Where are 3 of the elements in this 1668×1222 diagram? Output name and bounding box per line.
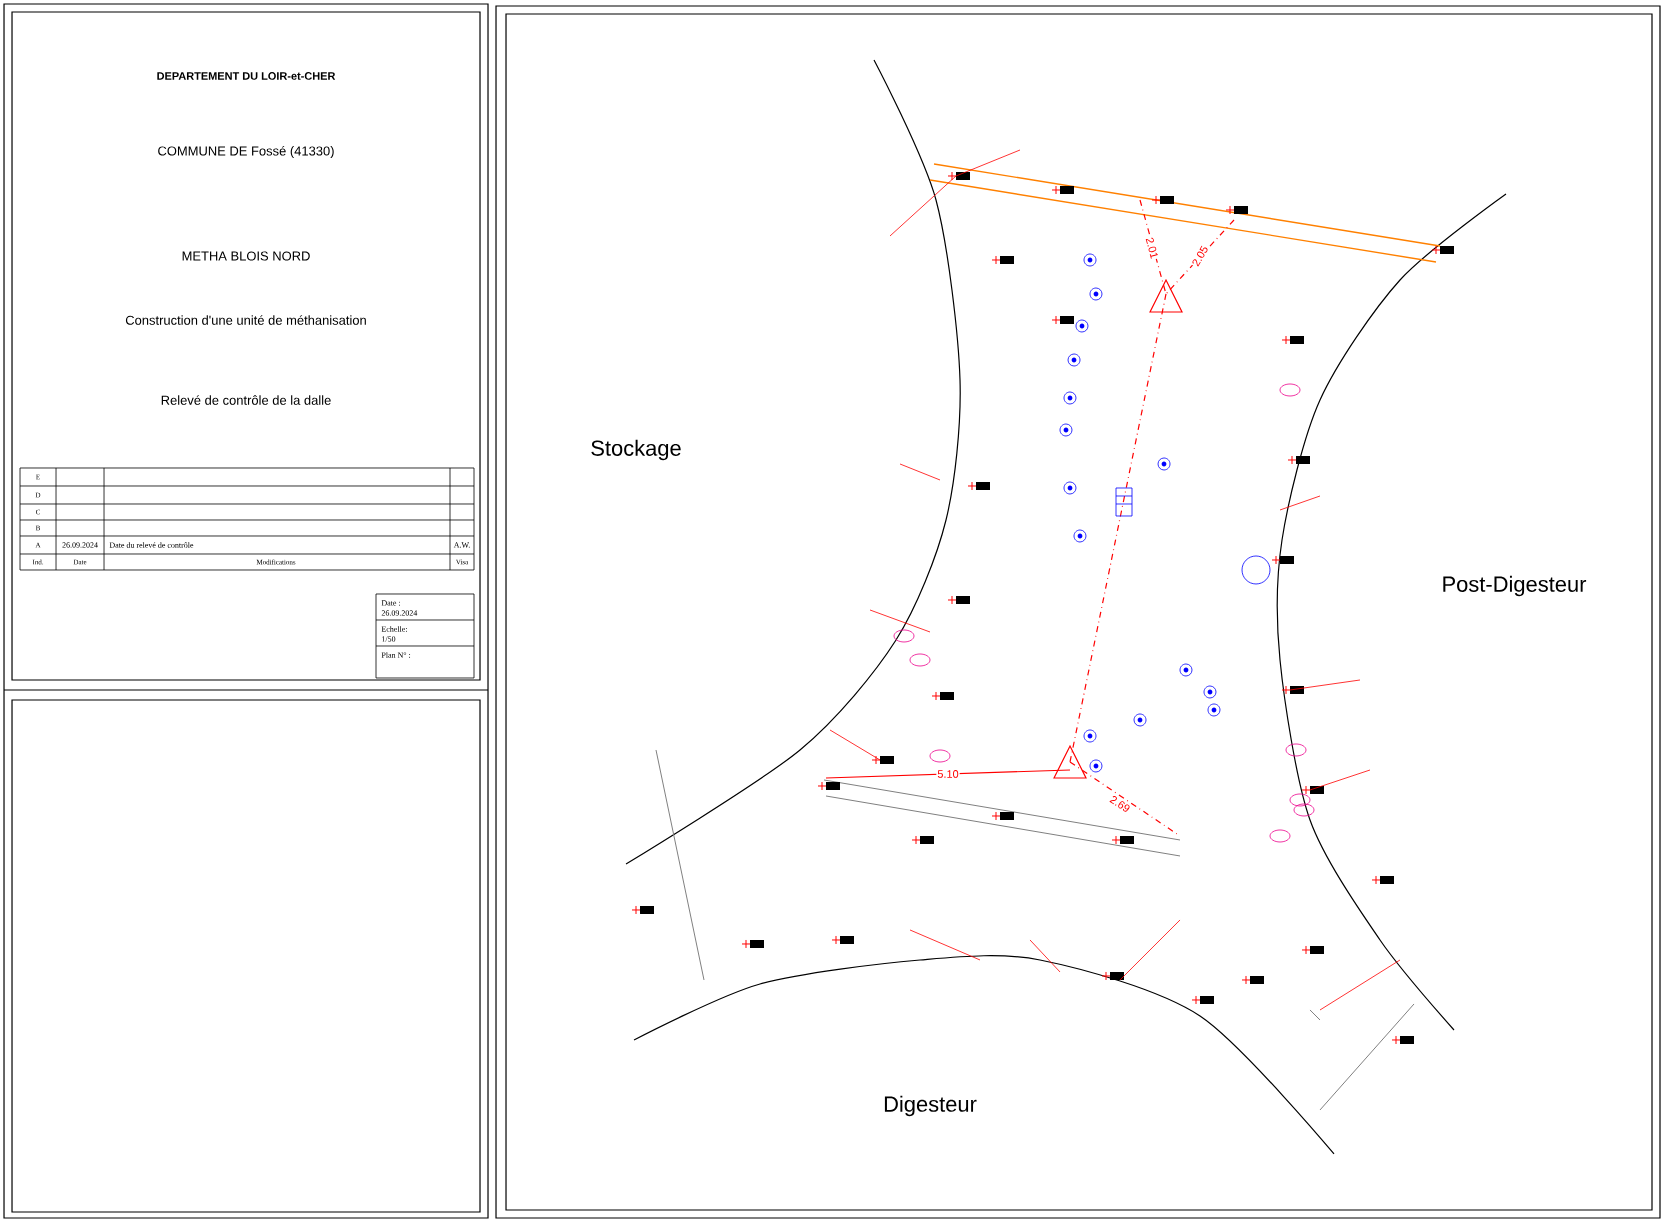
area-label: Stockage — [591, 439, 681, 461]
area-label: Digesteur — [884, 1095, 977, 1117]
area-label: Post-Digesteur — [1443, 575, 1587, 597]
